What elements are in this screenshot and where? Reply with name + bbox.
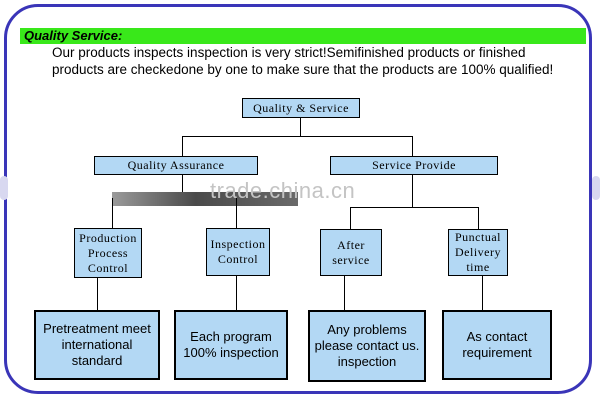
branch-left-drop <box>182 136 183 156</box>
right-edge-marker <box>592 176 600 200</box>
sp-right-drop <box>478 207 479 229</box>
leaf2-drop <box>236 276 237 310</box>
sp-left-drop <box>350 207 351 229</box>
qa-stem <box>182 174 183 196</box>
qa-shadow-bar <box>112 192 298 206</box>
branch-bar <box>182 136 412 137</box>
leaf1-drop <box>97 278 98 310</box>
root-connector <box>300 117 301 136</box>
branch-right-drop <box>412 136 413 156</box>
detail-pretreatment: Pretreatment meet international standard <box>34 310 160 380</box>
sp-bar <box>350 207 478 208</box>
node-production-process-control: Production Process Control <box>74 228 142 278</box>
section-banner: Quality Service: <box>20 28 586 44</box>
detail-any-problems: Any problems please contact us. inspecti… <box>308 310 426 382</box>
leaf4-drop <box>482 276 483 310</box>
detail-each-program: Each program 100% inspection <box>174 310 288 380</box>
watermark: trade.china.cn <box>210 178 356 203</box>
node-quality-assurance: Quality Assurance <box>94 156 258 175</box>
leaf3-drop <box>344 276 345 310</box>
node-after-service: After service <box>320 229 382 276</box>
left-edge-marker <box>0 176 8 200</box>
node-inspection-control: Inspection Control <box>206 228 270 276</box>
sp-stem <box>412 174 413 208</box>
detail-as-contact: As contact requirement <box>442 310 552 380</box>
qa-right-drop <box>236 198 237 228</box>
node-quality-service: Quality & Service <box>242 98 360 118</box>
qa-left-drop <box>112 198 113 228</box>
intro-text: Our products inspects inspection is very… <box>52 45 554 77</box>
node-punctual-delivery-time: Punctual Delivery time <box>448 229 508 276</box>
node-service-provide: Service Provide <box>330 156 498 175</box>
